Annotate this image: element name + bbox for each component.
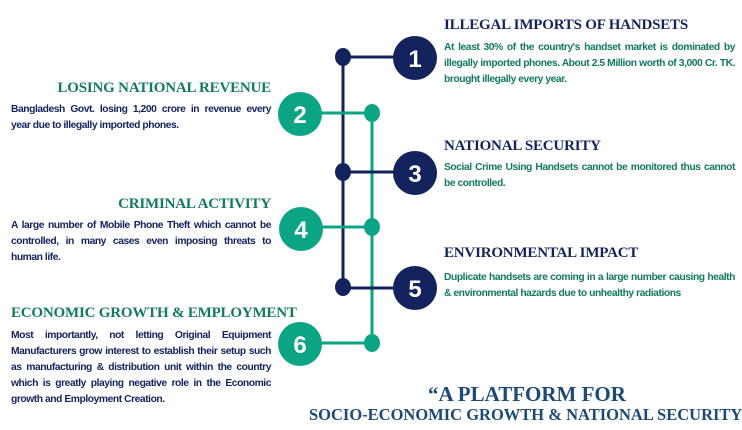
item-1-text: At least 30% of the country's handset ma… [444, 42, 735, 85]
number-circle-1 [393, 36, 437, 80]
number-4: 4 [294, 217, 308, 244]
item-3-text: Social Crime Using Handsets cannot be mo… [444, 162, 735, 189]
number-circle-6 [278, 322, 322, 366]
node-dot-5 [335, 278, 351, 296]
item-3-title: NATIONAL SECURITY [444, 138, 601, 154]
number-6: 6 [293, 332, 306, 359]
item-2-title: LOSING NATIONAL REVENUE [57, 80, 271, 96]
item-4-text: A large number of Mobile Phone Theft whi… [11, 220, 271, 263]
number-circle-2 [278, 92, 322, 136]
node-dot-6 [364, 334, 380, 352]
number-circle-3 [393, 151, 437, 195]
item-4-title: CRIMINAL ACTIVITY [118, 196, 271, 212]
number-3: 3 [408, 161, 421, 188]
number-circle-4 [279, 207, 323, 251]
node-dot-1 [335, 48, 351, 66]
number-circle-5 [393, 266, 437, 310]
item-5-title: ENVIRONMENTAL IMPACT [444, 245, 639, 261]
tagline-line-1: “A PLATFORM FOR [428, 382, 626, 406]
item-2-text: Bangladesh Govt. losing 1,200 crore in r… [11, 104, 271, 131]
number-2: 2 [293, 102, 306, 129]
node-dot-4 [364, 218, 380, 236]
item-6-title: ECONOMIC GROWTH & EMPLOYMENT [11, 305, 297, 321]
item-1-title: ILLEGAL IMPORTS OF HANDSETS [444, 17, 688, 33]
item-6-text: Most importantly, not letting Original E… [11, 330, 271, 405]
number-1: 1 [408, 46, 421, 73]
node-dot-3 [335, 163, 351, 181]
tagline-line-2: SOCIO-ECONOMIC GROWTH & NATIONAL SECURIT… [309, 405, 742, 424]
node-dot-2 [364, 104, 380, 122]
item-5-text: Duplicate handsets are coming in a large… [444, 272, 735, 299]
number-5: 5 [408, 276, 421, 303]
